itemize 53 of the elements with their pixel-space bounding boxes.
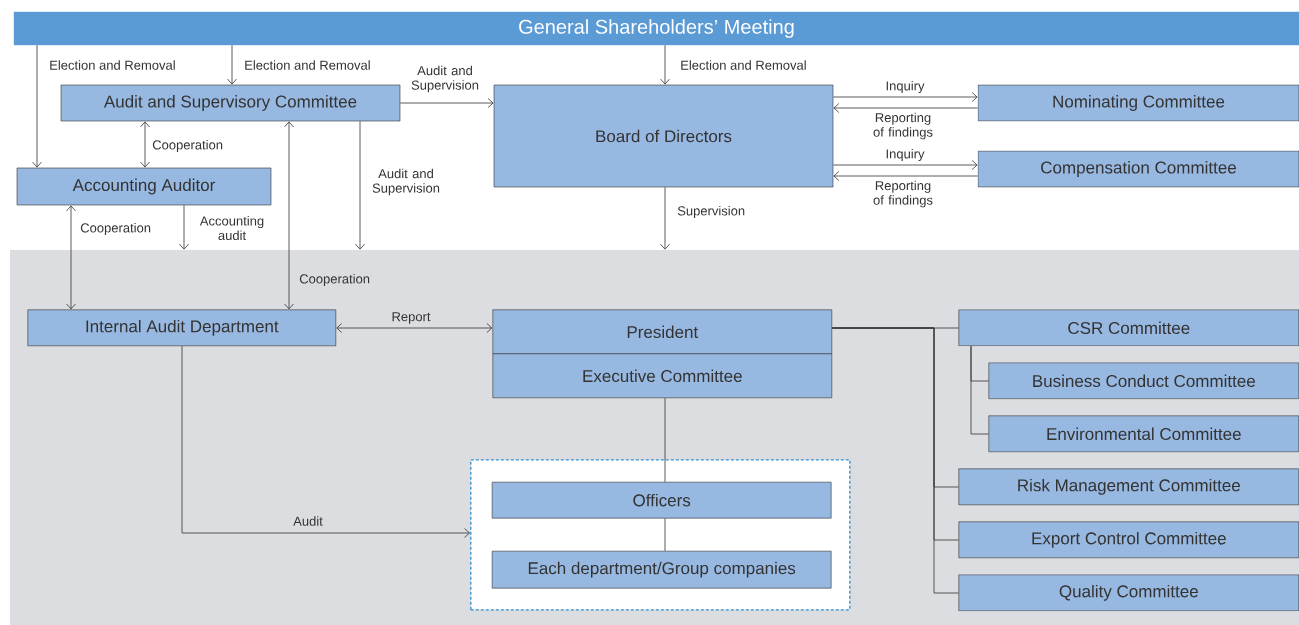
committee-box: Business Conduct Committee	[988, 362, 1299, 400]
edge-label: Audit and Supervision	[372, 168, 440, 196]
arrow	[832, 92, 978, 102]
connector-line	[664, 518, 666, 552]
edge-label: Inquiry	[886, 148, 925, 162]
edge-label: Reporting of findings	[873, 112, 933, 140]
edge-label: Inquiry	[886, 80, 925, 94]
edge-label: Cooperation	[80, 222, 151, 236]
arrow	[66, 205, 76, 310]
committee-box: Accounting Auditor	[16, 167, 272, 206]
arrow	[660, 44, 670, 85]
arrow	[336, 323, 493, 333]
committee-box: Export Control Committee	[958, 521, 1299, 559]
header-bar: General Shareholders’ Meeting	[13, 11, 1299, 46]
arrow	[181, 345, 470, 538]
arrow	[355, 120, 365, 250]
arrow	[399, 98, 494, 108]
committee-box: Internal Audit Department	[27, 309, 337, 347]
edge-label: Reporting of findings	[873, 180, 933, 208]
arrow	[833, 103, 979, 113]
connector-line	[664, 397, 666, 483]
arrow	[140, 121, 150, 168]
committee-box: CSR Committee	[958, 309, 1299, 347]
arrow	[833, 171, 979, 181]
committee-box: Each department/Group companies	[491, 550, 832, 589]
committee-box: Board of Directors	[493, 84, 834, 188]
arrow	[832, 160, 978, 170]
edge-label: Election and Removal	[50, 60, 175, 70]
committee-box: President	[492, 309, 833, 355]
committee-box: Quality Committee	[958, 574, 1299, 612]
edge-label: Cooperation	[152, 139, 223, 153]
connector-line	[831, 327, 959, 594]
committee-box: Executive Committee	[492, 353, 833, 399]
committee-box: Environmental Committee	[988, 415, 1299, 453]
edge-label: Accounting audit	[199, 216, 264, 241]
edge-label: Cooperation	[299, 273, 370, 287]
arrow	[660, 186, 670, 250]
committee-box: Nominating Committee	[977, 84, 1299, 122]
edge-label: Report	[392, 312, 431, 324]
committee-box: Risk Management Committee	[958, 468, 1299, 506]
edge-label: Audit	[293, 516, 323, 526]
edge-label: Supervision	[677, 205, 745, 219]
edge-label: Election and Removal	[681, 60, 806, 70]
edge-label: Election and Removal	[245, 60, 370, 70]
arrow	[179, 204, 189, 250]
arrow	[32, 44, 42, 168]
connector-line	[970, 345, 989, 435]
arrow	[227, 44, 237, 85]
committee-box: Officers	[491, 481, 832, 519]
committee-box: Compensation Committee	[977, 150, 1299, 188]
edge-label: Audit and Supervision	[411, 65, 479, 93]
arrow	[284, 121, 294, 310]
committee-box: Audit and Supervisory Committee	[60, 84, 401, 122]
